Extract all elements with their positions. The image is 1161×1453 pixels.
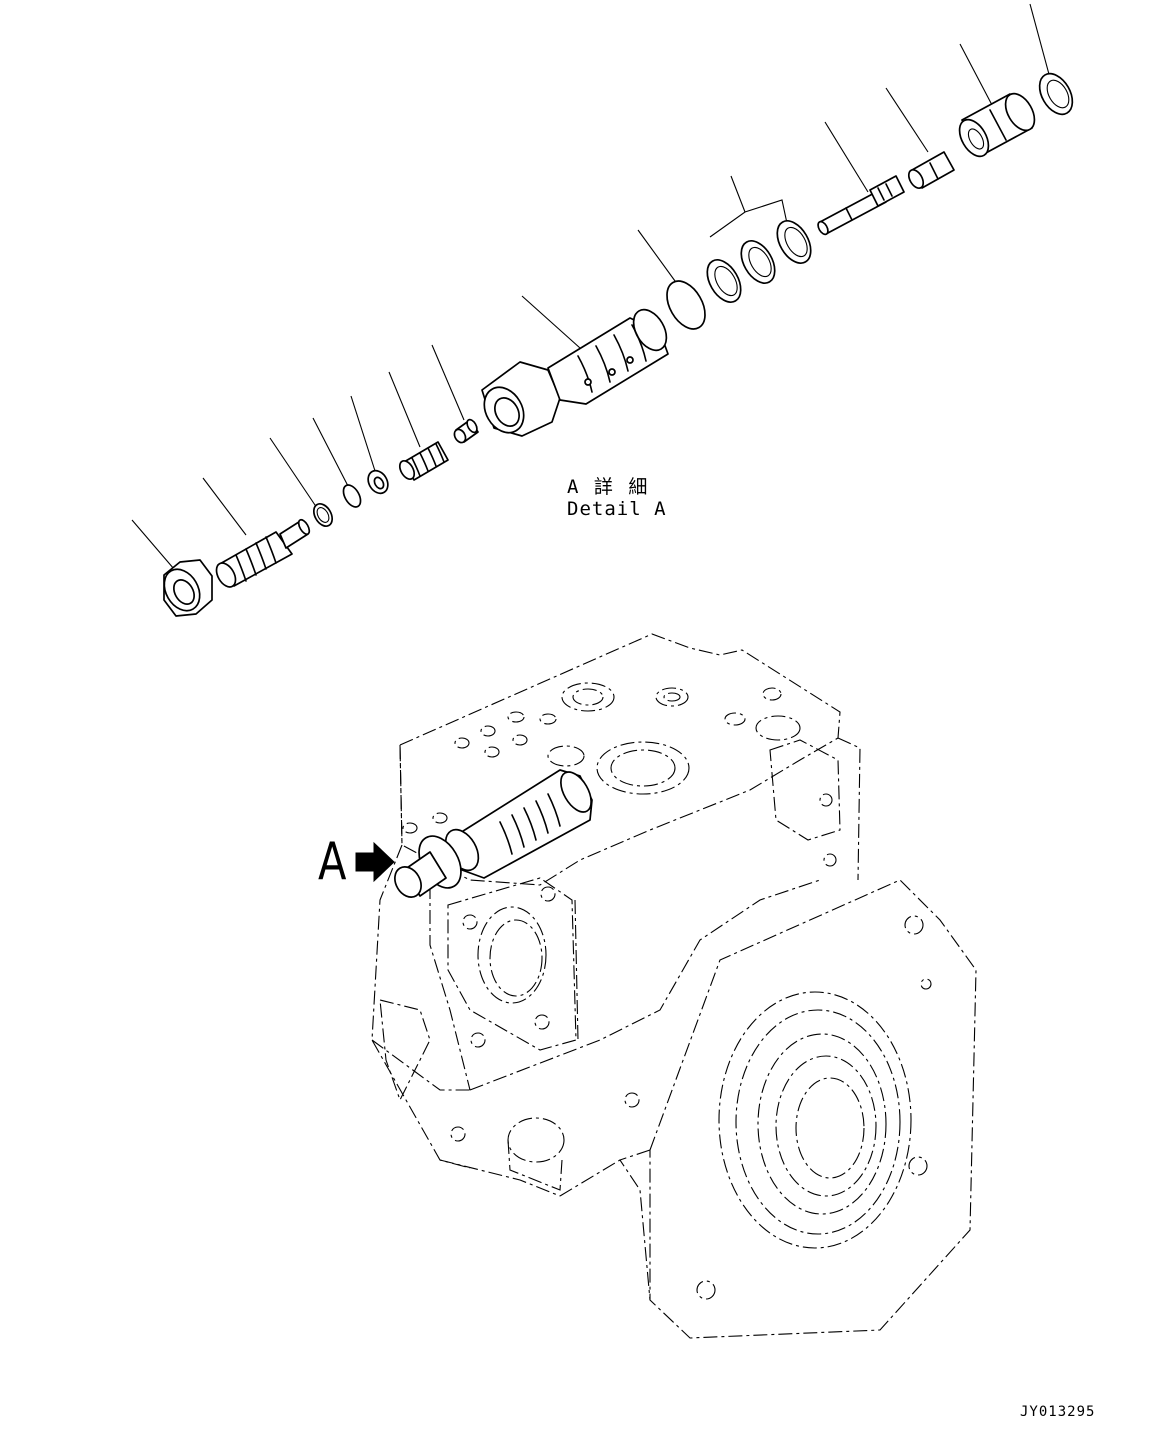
washer-part: [367, 469, 389, 495]
view-marker-letter: A: [318, 832, 347, 892]
piston-part: [907, 151, 955, 190]
leader-line-spring: [388, 371, 421, 448]
snap-ring-part: [312, 503, 334, 527]
leader-line-washer: [350, 395, 377, 475]
detail-title-en: Detail A: [567, 498, 667, 520]
large-o-ring-part: [666, 280, 706, 330]
leader-line-nut: [131, 519, 181, 577]
sleeve-part: [481, 308, 669, 437]
end-ring-part: [1038, 72, 1074, 116]
adjusting-screw-part: [215, 518, 311, 588]
leader-line-backup-rings: [730, 175, 746, 213]
detail-title-jp: A 詳 細: [567, 476, 650, 498]
leader-line-retainer: [959, 43, 993, 106]
lock-nut-part: [163, 559, 213, 617]
small-o-ring-part: [342, 484, 362, 508]
drawing-id: JY013295: [1020, 1404, 1096, 1420]
leader-line-sleeve: [521, 295, 581, 349]
leader-line-plug: [431, 344, 465, 421]
retainer-part: [958, 92, 1036, 158]
leader-lines: [131, 3, 1051, 577]
leader-line-adjust-screw: [202, 477, 247, 536]
leader-line-ring-end: [1029, 3, 1051, 79]
arrow-right-icon: [355, 841, 395, 883]
leader-line-o-ring-small: [312, 417, 349, 487]
bracket-backup-rings: [709, 199, 789, 238]
plug-part: [453, 418, 479, 444]
valve-assembly-installed: [394, 769, 593, 898]
spring-part: [398, 441, 449, 481]
leader-line-snap-ring: [269, 437, 318, 509]
backup-rings-part: [706, 220, 812, 303]
leader-line-spool: [824, 121, 869, 193]
leader-line-piston: [885, 87, 929, 153]
pump-body-phantom: [371, 633, 977, 1339]
spool-part: [817, 175, 905, 236]
